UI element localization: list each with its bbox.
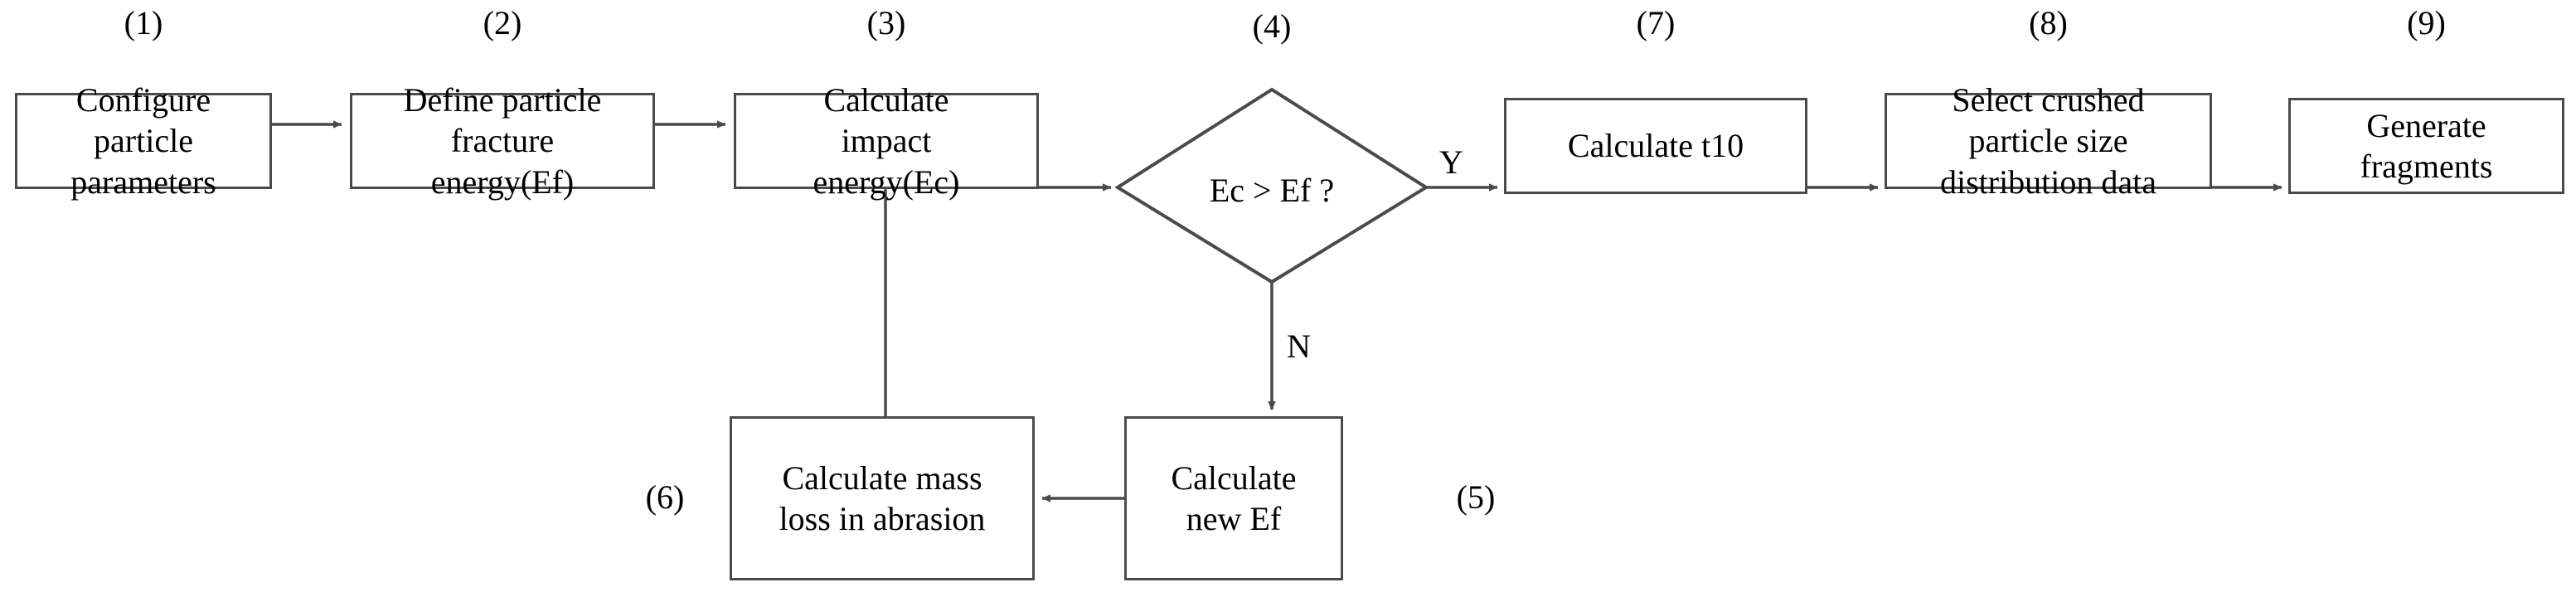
- step-label-4: (4): [1252, 7, 1292, 45]
- node-2-line-1: Define particle: [403, 81, 602, 119]
- node-configure-particle-parameters[interactable]: Configure particle parameters: [15, 81, 272, 201]
- edge-label-yes: Y: [1439, 143, 1463, 181]
- node-9-line-2: fragments: [2360, 148, 2493, 185]
- step-label-1: (1): [124, 4, 163, 41]
- step-label-9: (9): [2407, 4, 2446, 41]
- node-1-line-3: parameters: [70, 163, 216, 201]
- step-label-7: (7): [1636, 4, 1676, 41]
- node-7-line-1: Calculate t10: [1567, 127, 1744, 165]
- node-calculate-impact-energy[interactable]: Calculate impact energy(Ec): [734, 81, 1039, 201]
- node-calculate-mass-loss-in-abrasion[interactable]: Calculate mass loss in abrasion: [730, 416, 1035, 580]
- node-9-line-1: Generate: [2366, 106, 2486, 144]
- node-8-line-3: distribution data: [1939, 163, 2157, 201]
- step-label-2: (2): [483, 4, 522, 41]
- node-6-line-2: loss in abrasion: [779, 500, 986, 537]
- node-6-line-1: Calculate mass: [782, 459, 982, 497]
- node-8-line-2: particle size: [1968, 122, 2128, 160]
- step-label-6: (6): [645, 478, 685, 516]
- node-define-particle-fracture-energy[interactable]: Define particle fracture energy(Ef): [350, 81, 655, 201]
- node-calculate-t10[interactable]: Calculate t10: [1504, 98, 1807, 194]
- node-3-line-2: impact: [841, 122, 932, 160]
- node-2-line-2: fracture: [450, 122, 555, 160]
- node-1-line-1: Configure: [75, 81, 211, 119]
- node-5-line-2: new Ef: [1186, 500, 1282, 537]
- node-3-line-1: Calculate: [823, 81, 949, 119]
- node-2-line-3: energy(Ef): [430, 163, 575, 201]
- node-1-line-2: particle: [94, 122, 193, 160]
- node-3-line-3: energy(Ec): [813, 163, 960, 201]
- node-select-crushed-particle-size-distribution-data[interactable]: Select crushed particle size distributio…: [1885, 81, 2212, 201]
- node-generate-fragments[interactable]: Generate fragments: [2288, 98, 2564, 194]
- step-label-8: (8): [2029, 4, 2068, 41]
- step-label-3: (3): [866, 4, 906, 41]
- node-decision-ec-gt-ef[interactable]: Ec > Ef ?: [1118, 171, 1426, 209]
- node-calculate-new-ef[interactable]: Calculate new Ef: [1124, 416, 1343, 580]
- node-4-line-1: Ec > Ef ?: [1209, 172, 1335, 209]
- node-8-line-1: Select crushed: [1952, 81, 2145, 119]
- node-5-line-1: Calculate: [1171, 459, 1297, 497]
- step-label-5: (5): [1456, 478, 1496, 516]
- edge-label-no: N: [1287, 328, 1311, 365]
